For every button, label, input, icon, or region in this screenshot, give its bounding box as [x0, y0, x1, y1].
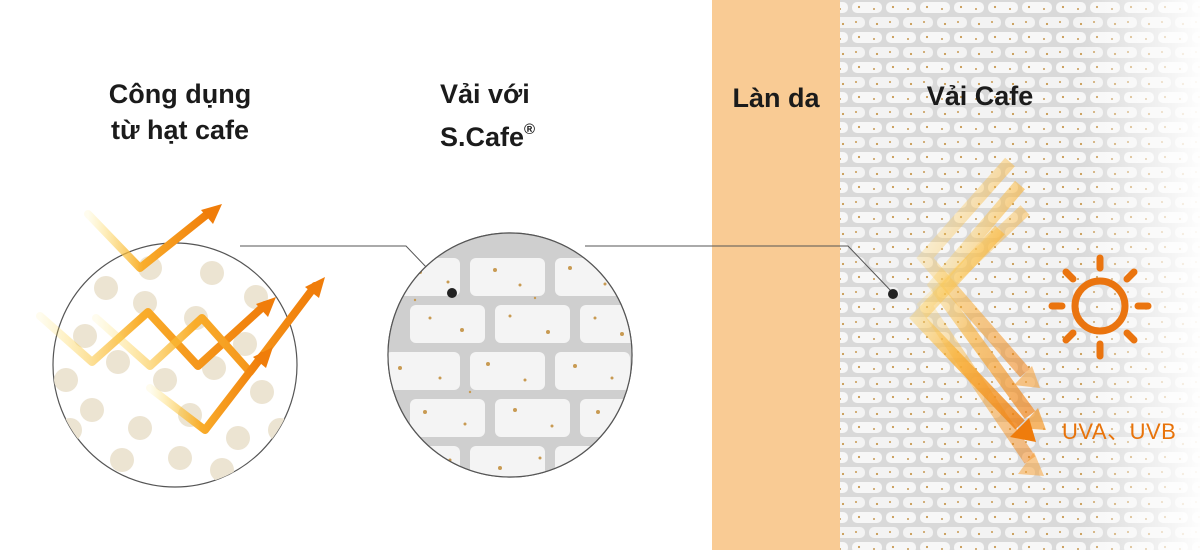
skin-band: [712, 0, 840, 550]
coffee-use-title: Công dụng từ hạt cafe: [100, 76, 260, 148]
fabric-background: [840, 0, 1200, 550]
zigzag-arrow-icon: [36, 204, 325, 434]
bounce-arrow-icon: [909, 157, 1046, 476]
coffee-use-circle: [36, 204, 325, 488]
uv-label: UVA、UVB: [1062, 419, 1177, 444]
sun-icon: [1048, 254, 1152, 360]
coffee-beads: [54, 256, 292, 482]
callout-dot-icon: [888, 289, 898, 299]
fabric-line2-wrap: S.Cafe®: [440, 112, 580, 155]
fabric-weave: [388, 233, 632, 477]
fabric-line1: Vải với: [440, 79, 530, 109]
fabric-line2: S.Cafe: [440, 122, 525, 152]
callout-dot-icon: [447, 288, 457, 298]
fabric-circle: [387, 232, 633, 478]
cafe-fabric-title: Vải Cafe: [926, 81, 1034, 111]
coffee-use-line2: từ hạt cafe: [110, 115, 250, 145]
coffee-use-line1: Công dụng: [108, 79, 252, 109]
skin-title: Làn da: [732, 83, 820, 113]
registered-mark: ®: [524, 121, 536, 138]
callout-line-2: [585, 245, 893, 293]
fabric-title: Vải với S.Cafe®: [440, 76, 580, 155]
